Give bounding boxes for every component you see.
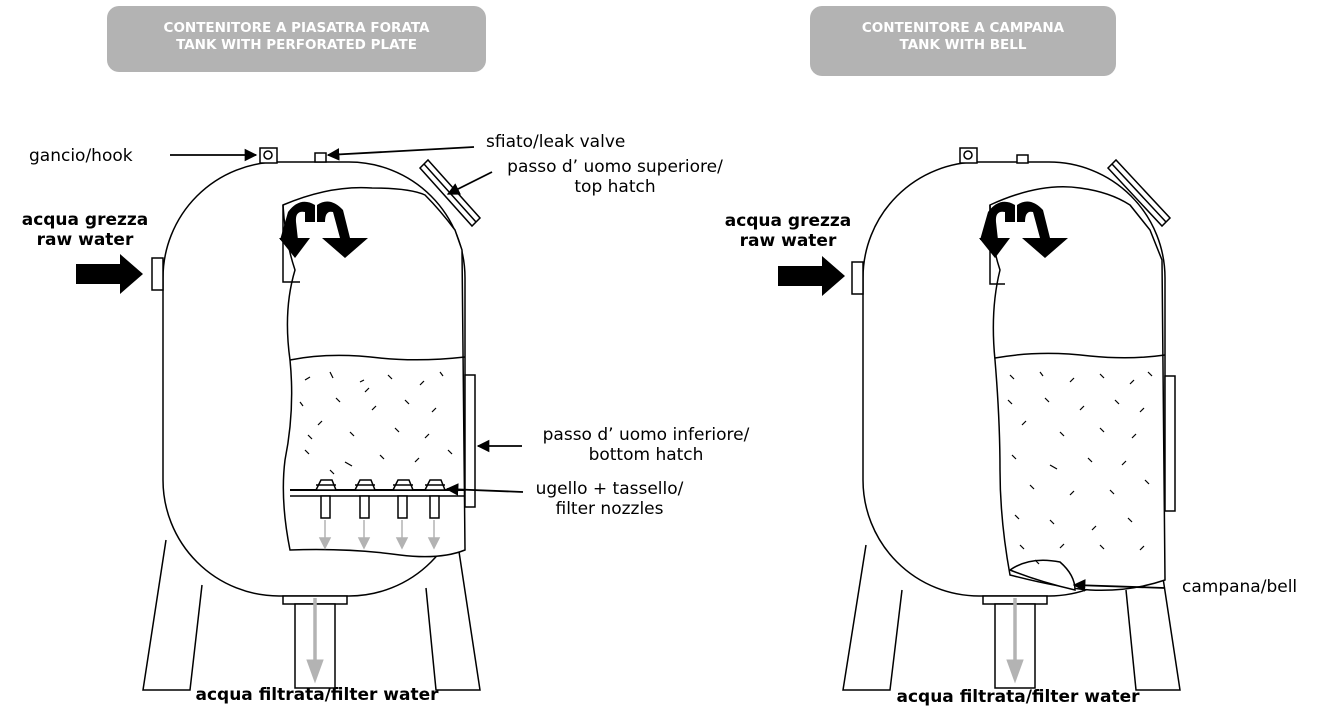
bottom-hatch-label-it: passo d’ uomo inferiore/	[530, 425, 762, 445]
bottom-hatch-icon	[465, 375, 475, 507]
left-raw-water-label-en: raw water	[10, 230, 160, 250]
nozzles-label-it: ugello + tassello/	[522, 479, 697, 499]
leak-valve-icon	[315, 153, 326, 162]
left-tank-leg-right	[426, 545, 480, 690]
left-filter-water-label: acqua filtrata/filter water	[147, 685, 487, 705]
top-hatch-label-en: top hatch	[497, 177, 733, 197]
bell-label: campana/bell	[1182, 577, 1297, 597]
left-tank-leg-left	[143, 540, 202, 690]
leak-valve-callout	[328, 147, 474, 155]
left-raw-water-label-it: acqua grezza	[10, 210, 160, 230]
hook-icon	[260, 148, 277, 163]
hook-label: gancio/hook	[29, 146, 133, 166]
top-hatch-callout	[448, 172, 492, 194]
right-tank	[843, 148, 1180, 690]
leak-valve-label: sfiato/leak valve	[486, 132, 625, 152]
right-filter-water-label: acqua filtrata/filter water	[848, 687, 1188, 707]
right-cutaway	[990, 187, 1165, 591]
right-inlet-arrow	[778, 256, 845, 296]
inlet-flange-icon	[152, 258, 163, 290]
top-hatch-label-it: passo d’ uomo superiore/	[497, 157, 733, 177]
right-raw-water-label-en: raw water	[708, 231, 868, 251]
right-raw-water-label-it: acqua grezza	[708, 211, 868, 231]
bottom-hatch-label-en: bottom hatch	[530, 445, 762, 465]
right-tank-leg-left	[843, 545, 902, 690]
left-tank	[143, 148, 480, 690]
nozzles-label-en: filter nozzles	[522, 499, 697, 519]
left-inlet-arrow	[76, 254, 143, 294]
